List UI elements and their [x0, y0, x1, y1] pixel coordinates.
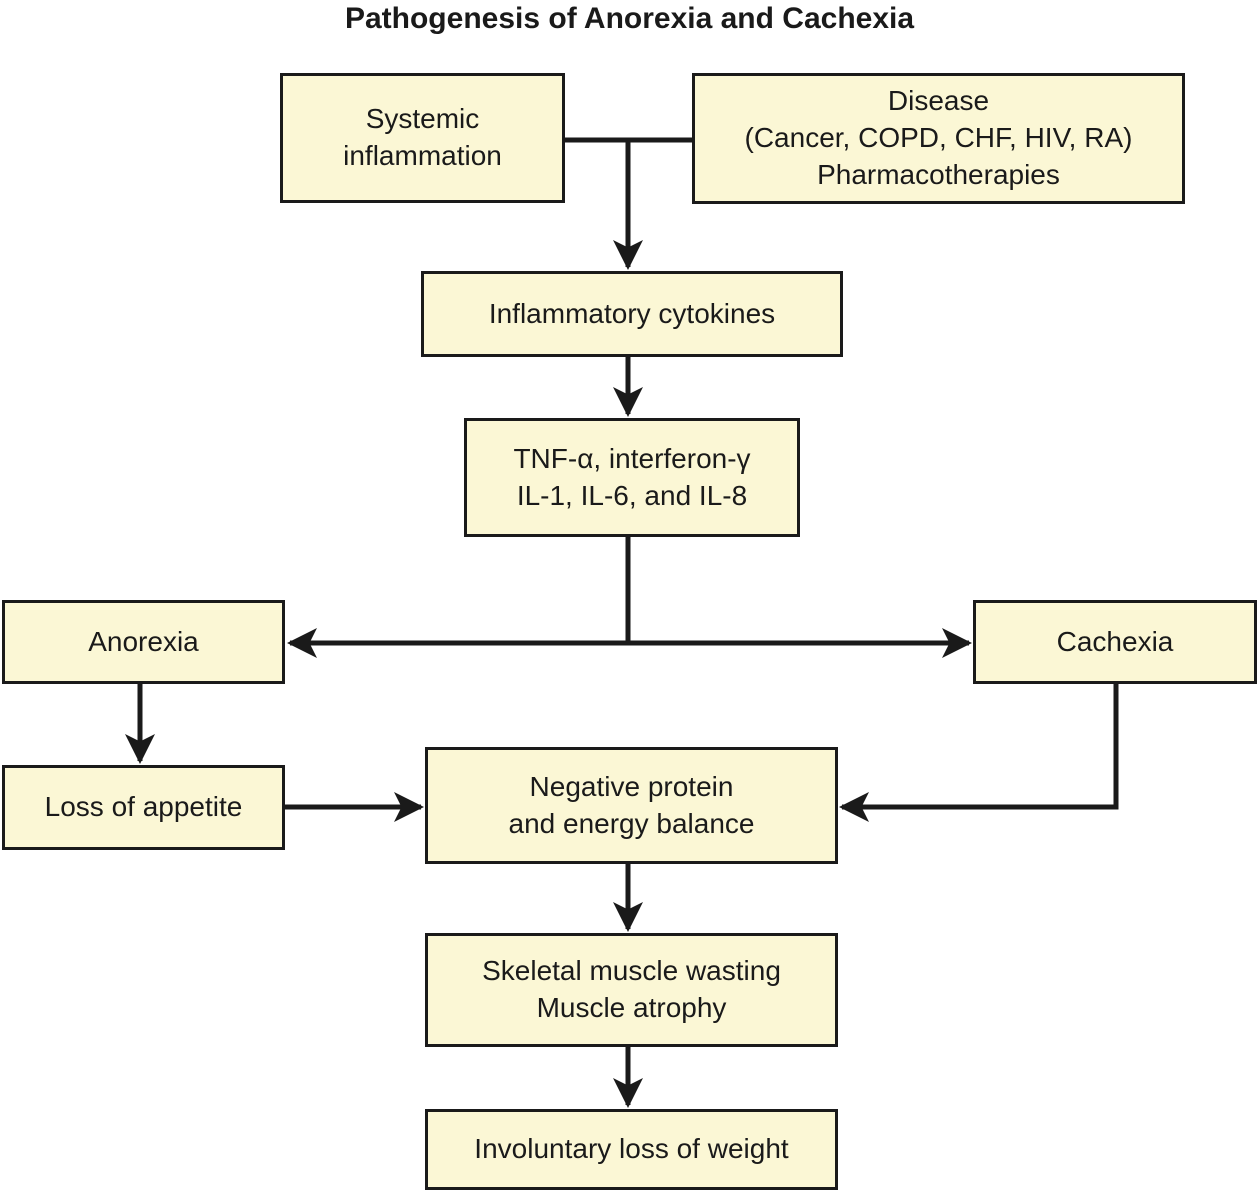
node-inflammatory-cytokines: Inflammatory cytokines	[421, 271, 843, 357]
node-muscle-wasting: Skeletal muscle wasting Muscle atrophy	[425, 933, 838, 1047]
node-systemic-inflammation: Systemic inflammation	[280, 73, 565, 203]
node-cytokine-mediators: TNF-α, interferon-γ IL-1, IL-6, and IL-8	[464, 418, 800, 537]
node-disease: Disease (Cancer, COPD, CHF, HIV, RA) Pha…	[692, 73, 1185, 204]
node-loss-of-appetite: Loss of appetite	[2, 765, 285, 850]
node-anorexia: Anorexia	[2, 600, 285, 684]
node-involuntary-weight-loss: Involuntary loss of weight	[425, 1109, 838, 1190]
diagram-title: Pathogenesis of Anorexia and Cachexia	[344, 2, 915, 35]
node-cachexia: Cachexia	[973, 600, 1257, 684]
node-negative-balance: Negative protein and energy balance	[425, 747, 838, 864]
arrow-cachexia-to-negative-balance	[839, 684, 1119, 822]
